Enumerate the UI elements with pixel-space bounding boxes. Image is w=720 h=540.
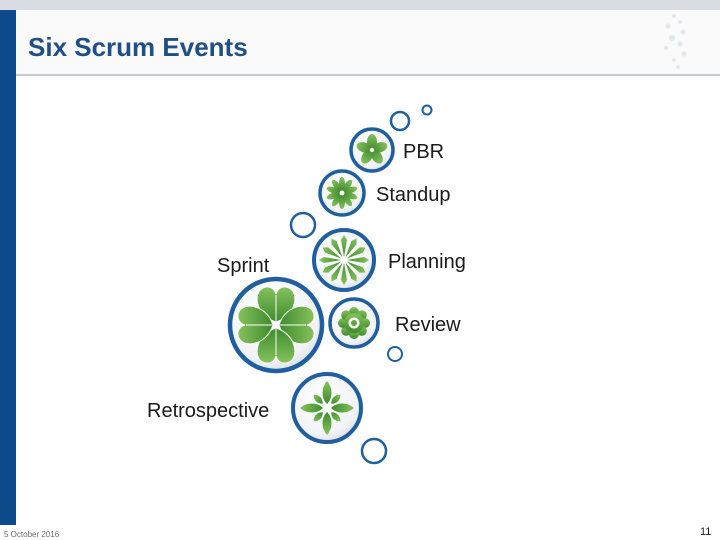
review-icon (328, 297, 380, 349)
planning-icon (312, 228, 376, 292)
bubble (360, 437, 388, 465)
slide-title: Six Scrum Events (28, 32, 248, 62)
event-label-planning: Planning (388, 251, 466, 273)
pbr-icon (349, 127, 395, 173)
bubble (289, 211, 317, 239)
sprint-icon (227, 276, 325, 374)
logo-mark (664, 14, 687, 69)
event-label-review: Review (395, 314, 461, 336)
bubble (389, 110, 411, 132)
header-divider (16, 74, 720, 76)
side-accent-bar (0, 10, 16, 525)
event-label-retrospective: Retrospective (147, 400, 270, 422)
event-label-pbr: PBR (403, 141, 445, 163)
event-label-sprint: Sprint (217, 255, 270, 277)
standup-icon (318, 169, 366, 217)
bubble (421, 104, 433, 116)
bubble (387, 346, 403, 362)
footer-date: 5 October 2016 (4, 530, 60, 539)
page-number: 11 (700, 526, 712, 538)
header-band (16, 10, 720, 76)
top-strip (0, 0, 720, 10)
event-label-standup: Standup (376, 184, 451, 206)
retrospective-icon (291, 372, 363, 444)
